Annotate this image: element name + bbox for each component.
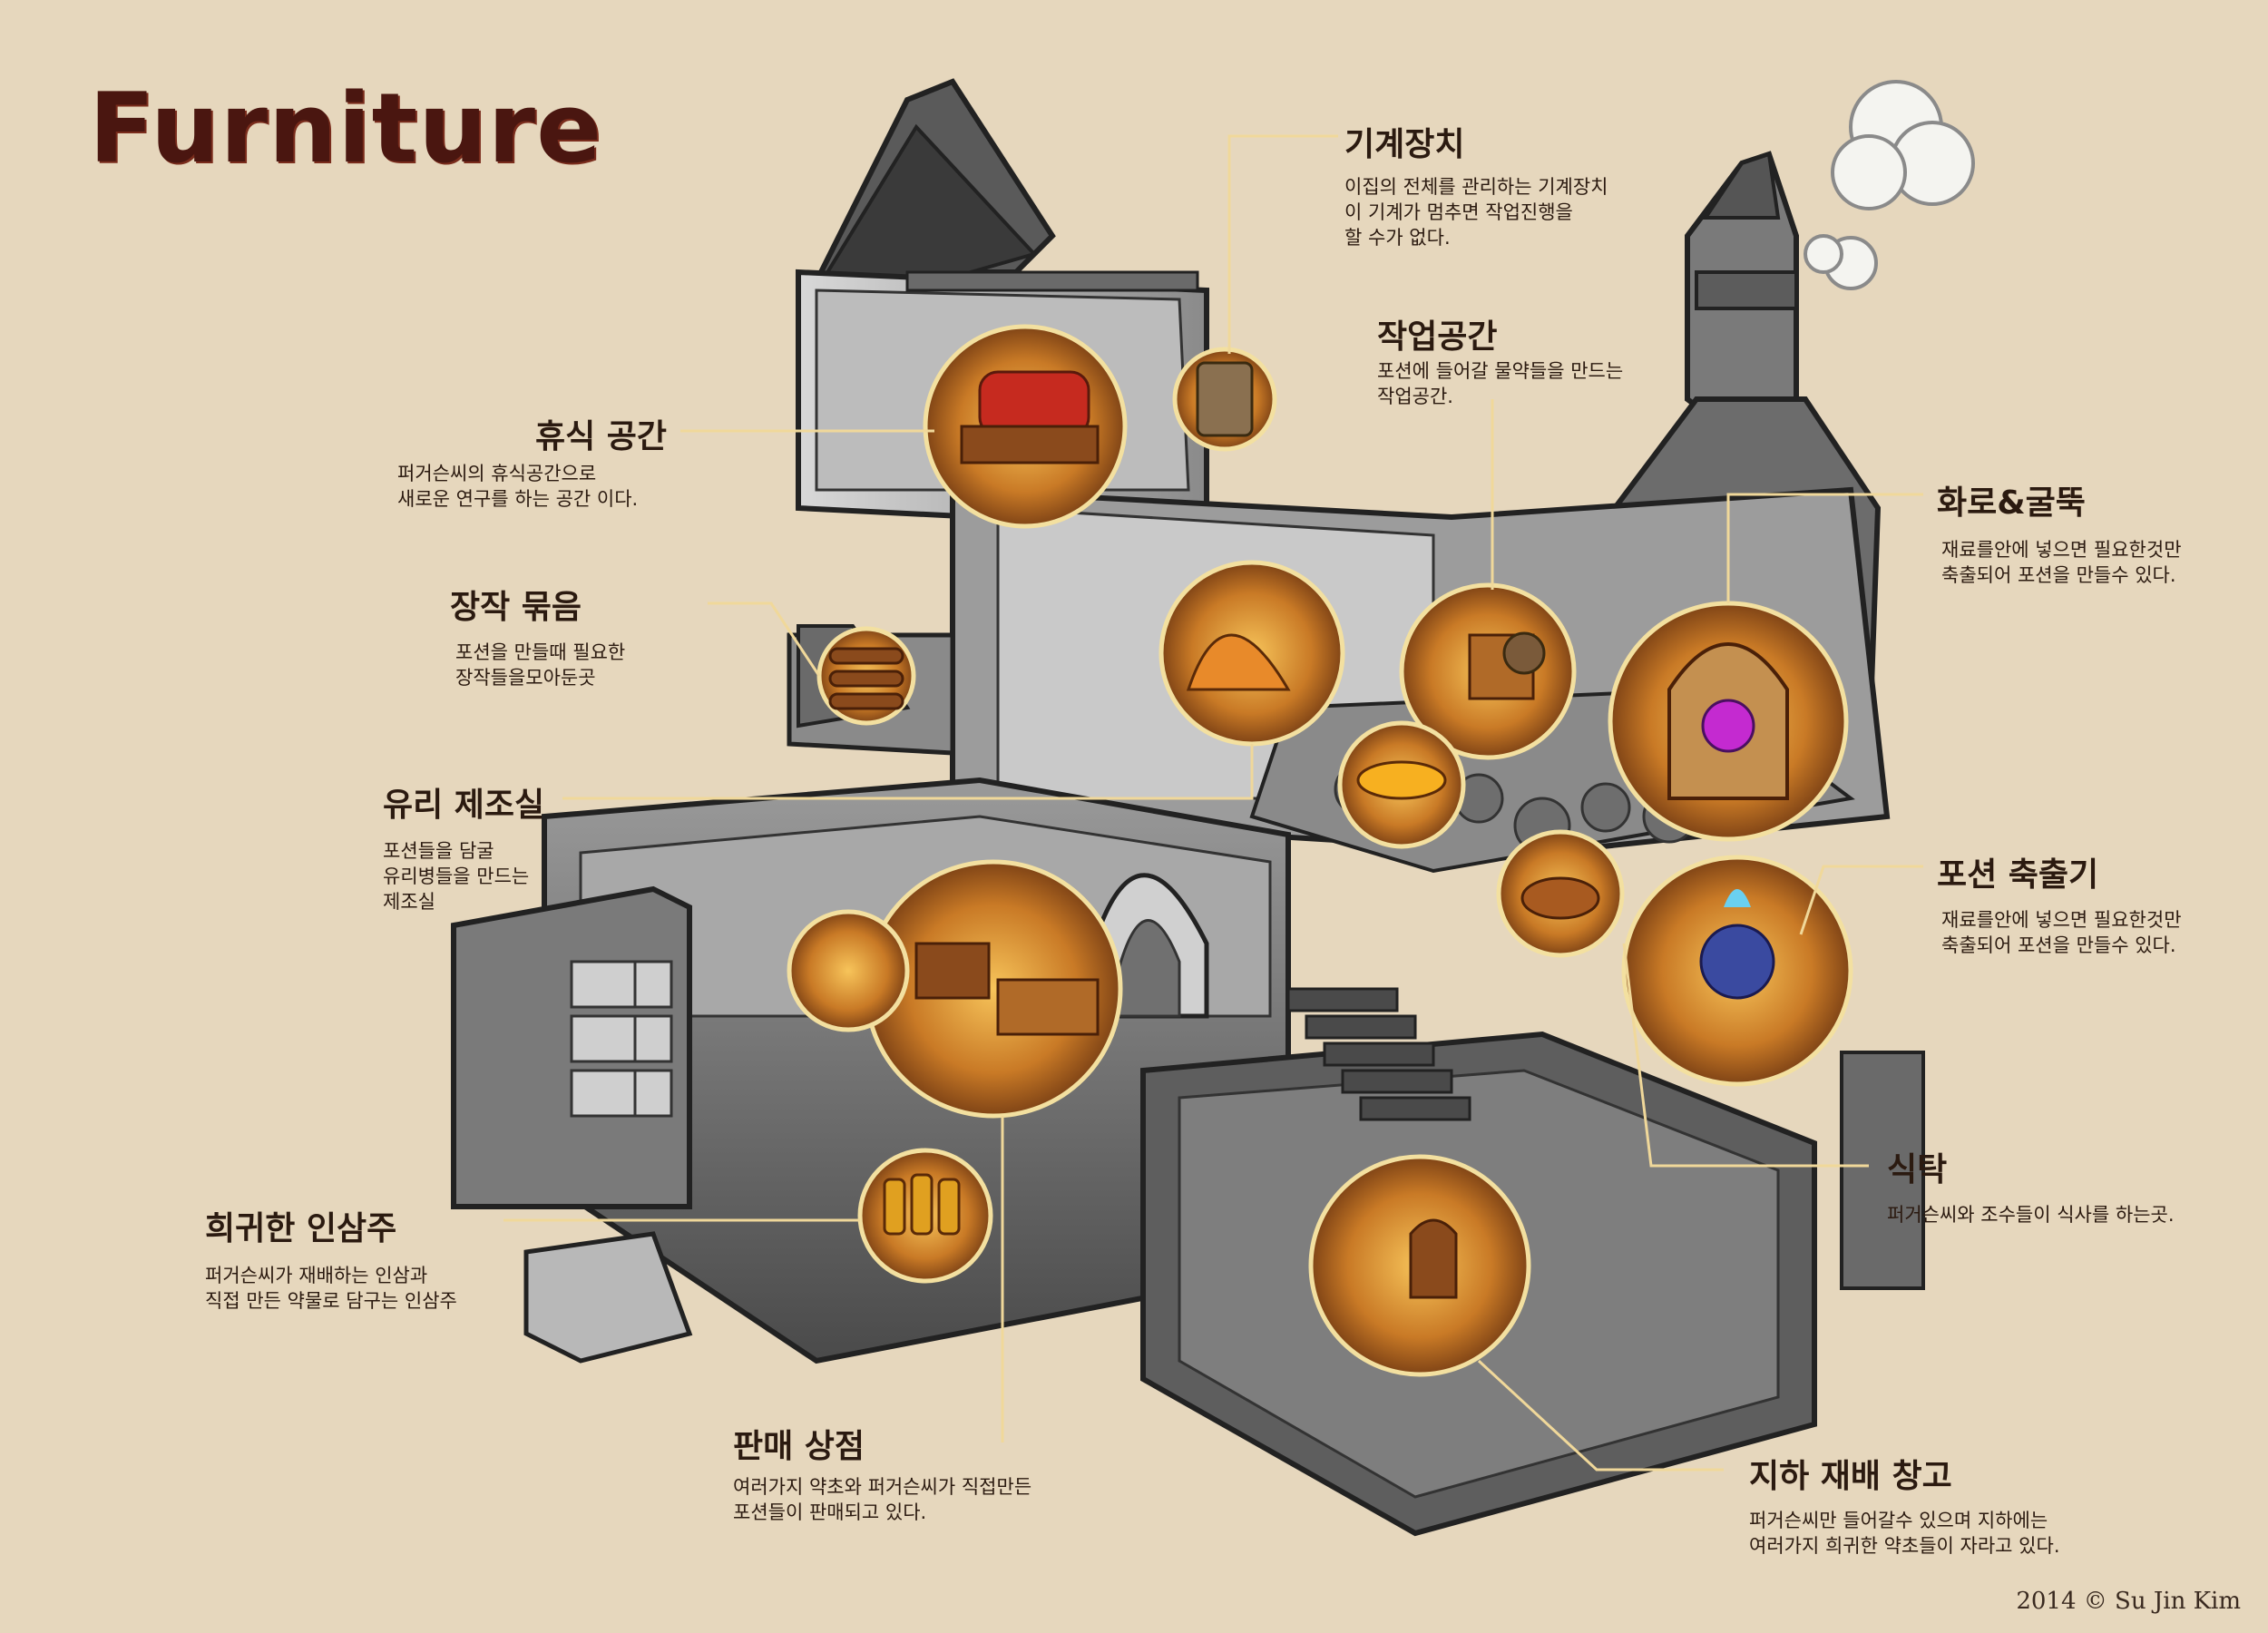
firewood-description: 포션을 만들때 필요한 장작들을모아둔곳 — [455, 641, 626, 689]
machine-title: 기계장치 — [1344, 126, 1465, 163]
table-description: 퍼거슨씨와 조수들이 식사를 하는곳. — [1887, 1204, 2175, 1226]
rest-area-description: 퍼거슨씨의 휴식공간으로 새로운 연구를 하는 공간 이다. — [397, 463, 639, 510]
chimney-smoke — [1804, 80, 1975, 290]
cellar-title: 지하 재배 창고 — [1749, 1458, 1952, 1495]
workspace-description: 포션에 들어갈 물약들을 만드는 작업공간. — [1377, 360, 1624, 407]
shop-vignette — [787, 859, 1123, 1119]
furnace-title: 화로&굴뚝 — [1937, 484, 2086, 522]
glass-room-title: 유리 제조실 — [383, 787, 545, 824]
artist-credit: 2014 © Su Jin Kim — [2016, 1588, 2241, 1615]
furnace-description: 재료를안에 넣으면 필요한것만 축출되어 포션을 만들수 있다. — [1941, 539, 2182, 586]
firewood-title: 장작 묶음 — [450, 589, 582, 626]
workspace-vignette — [1399, 582, 1577, 760]
glass-room-description: 포션들을 담굴 유리병들을 만드는 제조실 — [383, 840, 530, 913]
ginseng-description: 퍼거슨씨가 재배하는 인삼과 직접 만든 약물로 담구는 인삼주 — [205, 1265, 457, 1312]
glass-room-vignette — [1158, 560, 1345, 747]
extractor-vignette — [1621, 855, 1853, 1087]
extractor-title: 포션 축출기 — [1937, 856, 2099, 894]
shop-description: 여러가지 약초와 퍼거슨씨가 직접만든 포션들이 판매되고 있다. — [733, 1476, 1032, 1523]
ginseng-title: 희귀한 인삼주 — [205, 1210, 397, 1247]
machine-description: 이집의 전체를 관리하는 기계장치 이 기계가 멈추면 작업진행을 할 수가 없… — [1344, 176, 1608, 249]
rest-area-vignette — [923, 324, 1128, 529]
workspace-title: 작업공간 — [1377, 318, 1498, 356]
furnace-vignette — [1608, 601, 1849, 842]
rest-area-title: 휴식 공간 — [535, 418, 668, 455]
leader-lines — [503, 134, 1923, 1472]
cellar-description: 퍼거슨씨만 들어갈수 있으며 지하에는 여러가지 희귀한 약초들이 자라고 있다… — [1749, 1510, 2060, 1557]
shop-title: 판매 상점 — [733, 1428, 865, 1465]
firewood-vignette — [816, 626, 916, 726]
cauldron-vignette — [1337, 720, 1466, 849]
machine-vignette — [1172, 347, 1277, 452]
ginseng-vignette — [857, 1148, 993, 1284]
extractor-description: 재료를안에 넣으면 필요한것만 축출되어 포션을 만들수 있다. — [1941, 909, 2182, 956]
cellar-vignette — [1308, 1154, 1531, 1377]
page-title: Furniture — [89, 73, 602, 184]
table-vignette — [1496, 829, 1625, 958]
table-title: 식탁 — [1887, 1151, 1948, 1188]
